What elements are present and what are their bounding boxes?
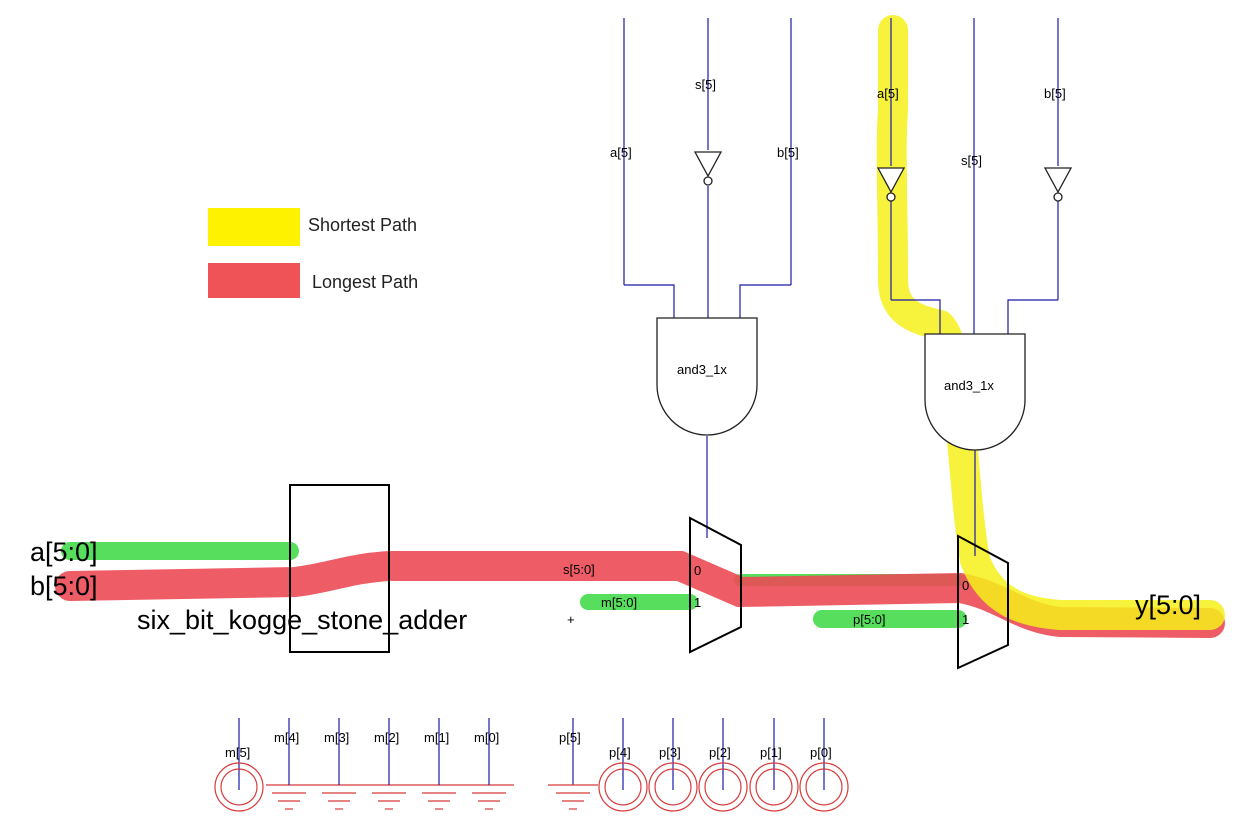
inverter-2b-icon <box>1043 167 1073 194</box>
m3-label: m[3] <box>324 730 349 745</box>
inverter-1-icon <box>693 151 723 178</box>
m0-label: m[0] <box>474 730 499 745</box>
p1-label: p[1] <box>760 745 782 760</box>
p-terminals: p[5] p[4] p[3] p[2] p[1] <box>548 718 849 812</box>
m5-label: m[5] <box>225 745 250 760</box>
gate2-in-s-label: s[5] <box>961 153 982 168</box>
m0-terminal: m[0] <box>472 718 506 810</box>
p3-label: p[3] <box>659 745 681 760</box>
m2-label: m[2] <box>374 730 399 745</box>
m1-terminal: m[1] <box>422 718 456 810</box>
gate1-label: and3_1x <box>677 362 727 377</box>
and-gate-2-icon <box>924 333 1026 451</box>
p5-label: p[5] <box>559 730 581 745</box>
mux2-in1-label: 1 <box>962 612 969 627</box>
s-bus-label: s[5:0] <box>563 562 595 577</box>
gate2-label: and3_1x <box>944 378 994 393</box>
adder-block <box>289 484 390 653</box>
mux1-in1-label: 1 <box>694 595 701 610</box>
mux2-in0-label: 0 <box>962 578 969 593</box>
y-port-label: y[5:0] <box>1135 590 1201 620</box>
p5-terminal: p[5] <box>548 718 598 810</box>
adder-label: six_bit_kogge_stone_adder <box>137 605 467 635</box>
m4-label: m[4] <box>274 730 299 745</box>
p3-terminal: p[3] <box>648 718 698 812</box>
and-gate-1-icon <box>656 317 758 436</box>
p-bus-label: p[5:0] <box>853 612 886 627</box>
mux1-in0-label: 0 <box>694 563 701 578</box>
p0-label: p[0] <box>810 745 832 760</box>
gate1-in-b-label: b[5] <box>777 145 799 160</box>
p2-label: p[2] <box>709 745 731 760</box>
m-bus-label: m[5:0] <box>601 595 637 610</box>
legend-shortest-swatch <box>208 208 300 246</box>
p2-terminal: p[2] <box>698 718 748 812</box>
mux-2: 0 1 <box>957 534 1009 670</box>
m1-label: m[1] <box>424 730 449 745</box>
gate2-in-a-label: a[5] <box>877 86 899 101</box>
m5-terminal: m[5] <box>214 718 264 812</box>
p4-label: p[4] <box>609 745 631 760</box>
m-terminals: m[5] m[4] m[3] m[2] <box>214 718 514 812</box>
p4-terminal: p[4] <box>598 718 648 812</box>
gate1-in-a-label: a[5] <box>610 145 632 160</box>
legend-shortest-label: Shortest Path <box>308 215 417 235</box>
legend: Shortest Path Longest Path <box>208 208 418 298</box>
mux-1-icon <box>689 516 742 654</box>
p0-terminal: p[0] <box>799 718 849 812</box>
m4-terminal: m[4] <box>272 718 306 810</box>
and-gate-2-block: and3_1x a[5] s[5] b[5] <box>876 18 1073 556</box>
a-port-label: a[5:0] <box>30 537 98 567</box>
mux-2-icon <box>957 534 1009 670</box>
gate2-in-b-label: b[5] <box>1044 86 1066 101</box>
and-gate-1-block: and3_1x a[5] s[5] b[5] <box>610 18 799 538</box>
m3-terminal: m[3] <box>322 718 356 810</box>
plus-sign: + <box>567 612 575 627</box>
m2-terminal: m[2] <box>372 718 406 810</box>
legend-longest-label: Longest Path <box>312 272 418 292</box>
legend-longest-swatch <box>208 263 300 298</box>
mux-1: 0 1 <box>689 516 742 654</box>
p1-terminal: p[1] <box>749 718 799 812</box>
gate1-in-s-label: s[5] <box>695 77 716 92</box>
inverter-2a-icon <box>876 167 906 194</box>
b-port-label: b[5:0] <box>30 571 98 601</box>
